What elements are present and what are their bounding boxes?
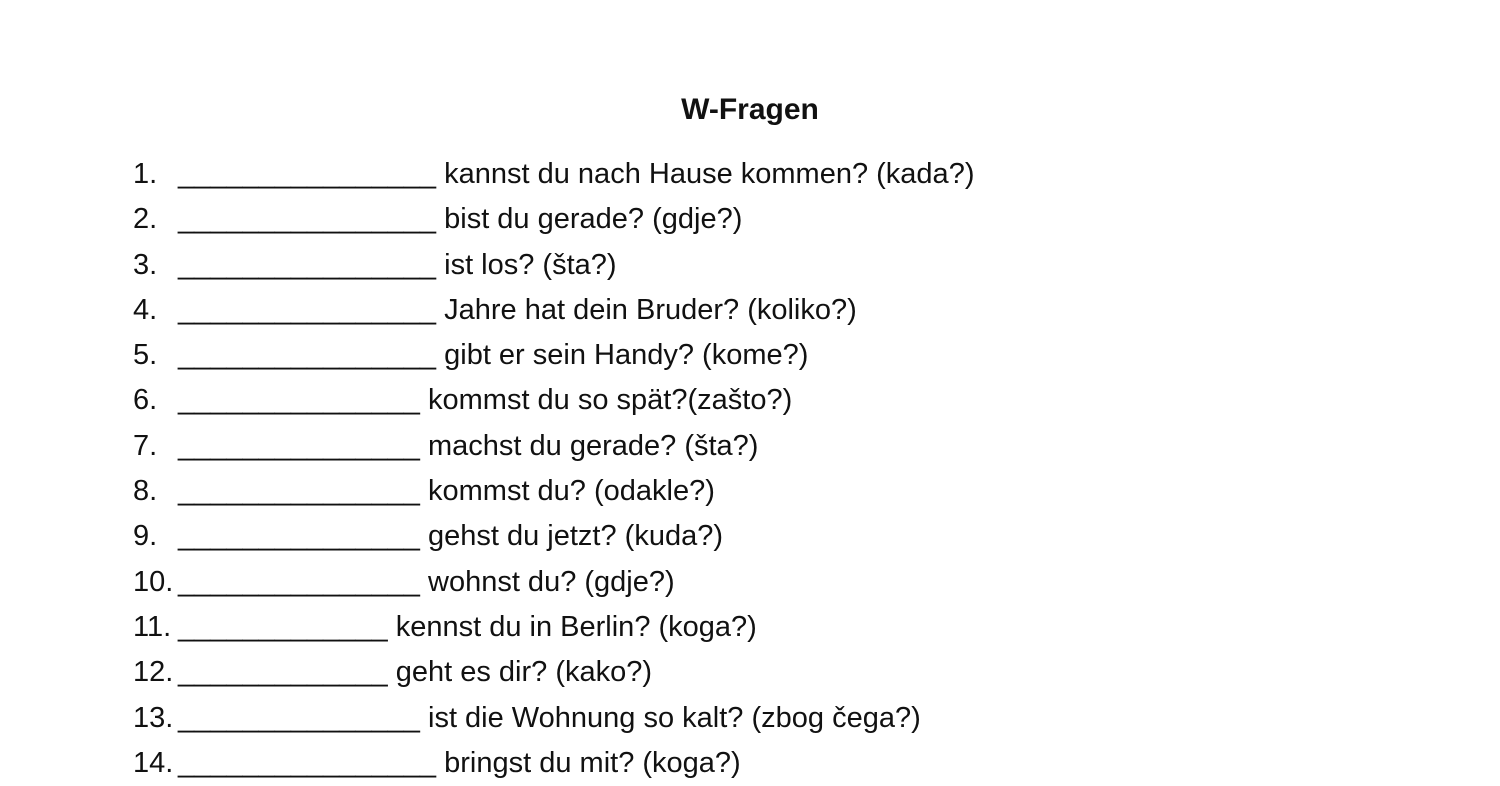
page-title: W-Fragen — [681, 93, 819, 126]
blank-line: ________________ — [178, 158, 437, 190]
question-row: 8. _______________ kommst du? (odakle?) — [133, 469, 1500, 514]
blank-line: ________________ — [178, 746, 437, 779]
question-row: 11._____________ kennst du in Berlin? (k… — [133, 605, 1500, 650]
item-number: 2. — [133, 203, 158, 236]
item-number: 4. — [133, 293, 158, 326]
blank-line: _____________ — [178, 610, 388, 643]
question-text: ist die Wohnung so kalt? (zbog čega?) — [419, 701, 921, 734]
question-text: gibt er sein Handy? (kome?) — [436, 339, 809, 372]
item-number: 1. — [133, 158, 158, 190]
question-text: bist du gerade? (gdje?) — [436, 203, 743, 236]
question-row: 1. ________________ kannst du nach Hause … — [133, 152, 1500, 197]
question-text: kommst du? (odakle?) — [419, 475, 715, 508]
blank-line: _______________ — [178, 429, 420, 462]
blank-line: _______________ — [178, 565, 420, 598]
item-number: 6. — [133, 384, 158, 417]
item-number: 11. — [133, 610, 172, 643]
blank-line: _______________ — [178, 384, 420, 417]
question-row: 14.________________ bringst du mit? (kog… — [133, 741, 1500, 786]
question-row: 6. _______________ kommst du so spät?(zaš… — [133, 378, 1500, 423]
item-number: 10. — [133, 565, 174, 598]
question-text: wohnst du? (gdje?) — [419, 565, 675, 598]
question-row: 2. ________________ bist du gerade? (gdje… — [133, 197, 1500, 242]
blank-line: _______________ — [178, 701, 420, 734]
question-list: 1. ________________ kannst du nach Hause … — [133, 152, 1500, 786]
question-row: 7. _______________ machst du gerade? (šta… — [133, 424, 1500, 469]
question-text: Jahre hat dein Bruder? (koliko?) — [436, 293, 857, 326]
question-text: kannst du nach Hause kommen? (kada?) — [436, 158, 975, 190]
blank-line: _____________ — [178, 656, 388, 689]
blank-line: _______________ — [178, 475, 420, 508]
item-number: 12. — [133, 656, 174, 689]
question-text: gehst du jetzt? (kuda?) — [419, 520, 724, 553]
item-number: 8. — [133, 475, 158, 508]
question-text: ist los? (šta?) — [436, 248, 617, 281]
question-row: 9. _______________ gehst du jetzt? (kuda?… — [133, 514, 1500, 559]
blank-line: ________________ — [178, 248, 437, 281]
blank-line: ________________ — [178, 293, 437, 326]
question-text: kommst du so spät?(zašto?) — [419, 384, 793, 417]
question-text: kennst du in Berlin? (koga?) — [387, 610, 757, 643]
item-number: 9. — [133, 520, 158, 553]
question-row: 5. ________________ gibt er sein Handy? (… — [133, 333, 1500, 378]
question-row: 10._______________ wohnst du? (gdje?) — [133, 560, 1500, 605]
item-number: 3. — [133, 248, 158, 281]
blank-line: ________________ — [178, 339, 437, 372]
question-row: 13._______________ ist die Wohnung so ka… — [133, 696, 1500, 741]
question-text: machst du gerade? (šta?) — [419, 429, 759, 462]
item-number: 13. — [133, 701, 174, 734]
item-number: 14. — [133, 746, 174, 779]
item-number: 7. — [133, 429, 158, 462]
question-row: 12._____________ geht es dir? (kako?) — [133, 650, 1500, 695]
item-number: 5. — [133, 339, 158, 372]
question-row: 3. ________________ ist los? (šta?) — [133, 243, 1500, 288]
blank-line: _______________ — [178, 520, 420, 553]
question-text: bringst du mit? (koga?) — [436, 746, 741, 779]
blank-line: ________________ — [178, 203, 437, 236]
question-text: geht es dir? (kako?) — [387, 656, 653, 689]
question-row: 4. ________________ Jahre hat dein Bruder… — [133, 288, 1500, 333]
